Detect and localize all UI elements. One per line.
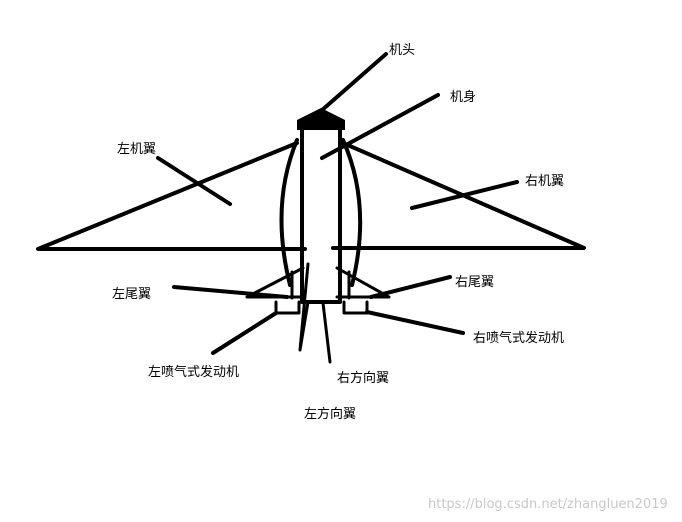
fuselage-right-curve: [341, 138, 363, 287]
leader-line-fuselage: [320, 93, 440, 160]
right-wing-shape: [331, 141, 586, 250]
label-left-wing: 左机翼: [117, 142, 156, 157]
nose-cap: [297, 108, 345, 130]
label-left-jet-engine: 左喷气式发动机: [148, 364, 239, 380]
left-engine-shape: [274, 300, 301, 315]
label-left-rudder: 左方向翼: [304, 406, 356, 422]
label-right-jet-engine: 右喷气式发动机: [473, 330, 564, 346]
right-tail-shape: [335, 266, 391, 299]
label-left-tail: 左尾翼: [112, 287, 151, 302]
right-engine-shape: [342, 300, 369, 315]
leader-line-right-engine: [365, 310, 465, 335]
label-right-tail: 右尾翼: [455, 275, 494, 290]
leader-line-left-wing: [156, 156, 232, 206]
leader-line-right-wing: [410, 180, 519, 210]
leader-line-left-tail: [172, 285, 289, 299]
label-right-wing: 右机翼: [525, 174, 564, 189]
leader-line-right-tail: [369, 275, 452, 299]
left-rudder-shape: [298, 262, 310, 352]
right-rudder-shape: [321, 301, 332, 364]
fuselage-body: [300, 125, 342, 304]
leader-line-nose: [319, 52, 388, 113]
fuselage-left-curve: [279, 138, 299, 287]
leader-line-left-engine: [211, 311, 278, 355]
watermark: https://blog.csdn.net/zhangluen2019: [428, 497, 668, 512]
label-nose: 机头: [389, 43, 415, 58]
label-right-rudder: 右方向翼: [337, 370, 389, 386]
label-fuselage: 机身: [450, 89, 476, 105]
left-wing-shape: [36, 141, 307, 251]
